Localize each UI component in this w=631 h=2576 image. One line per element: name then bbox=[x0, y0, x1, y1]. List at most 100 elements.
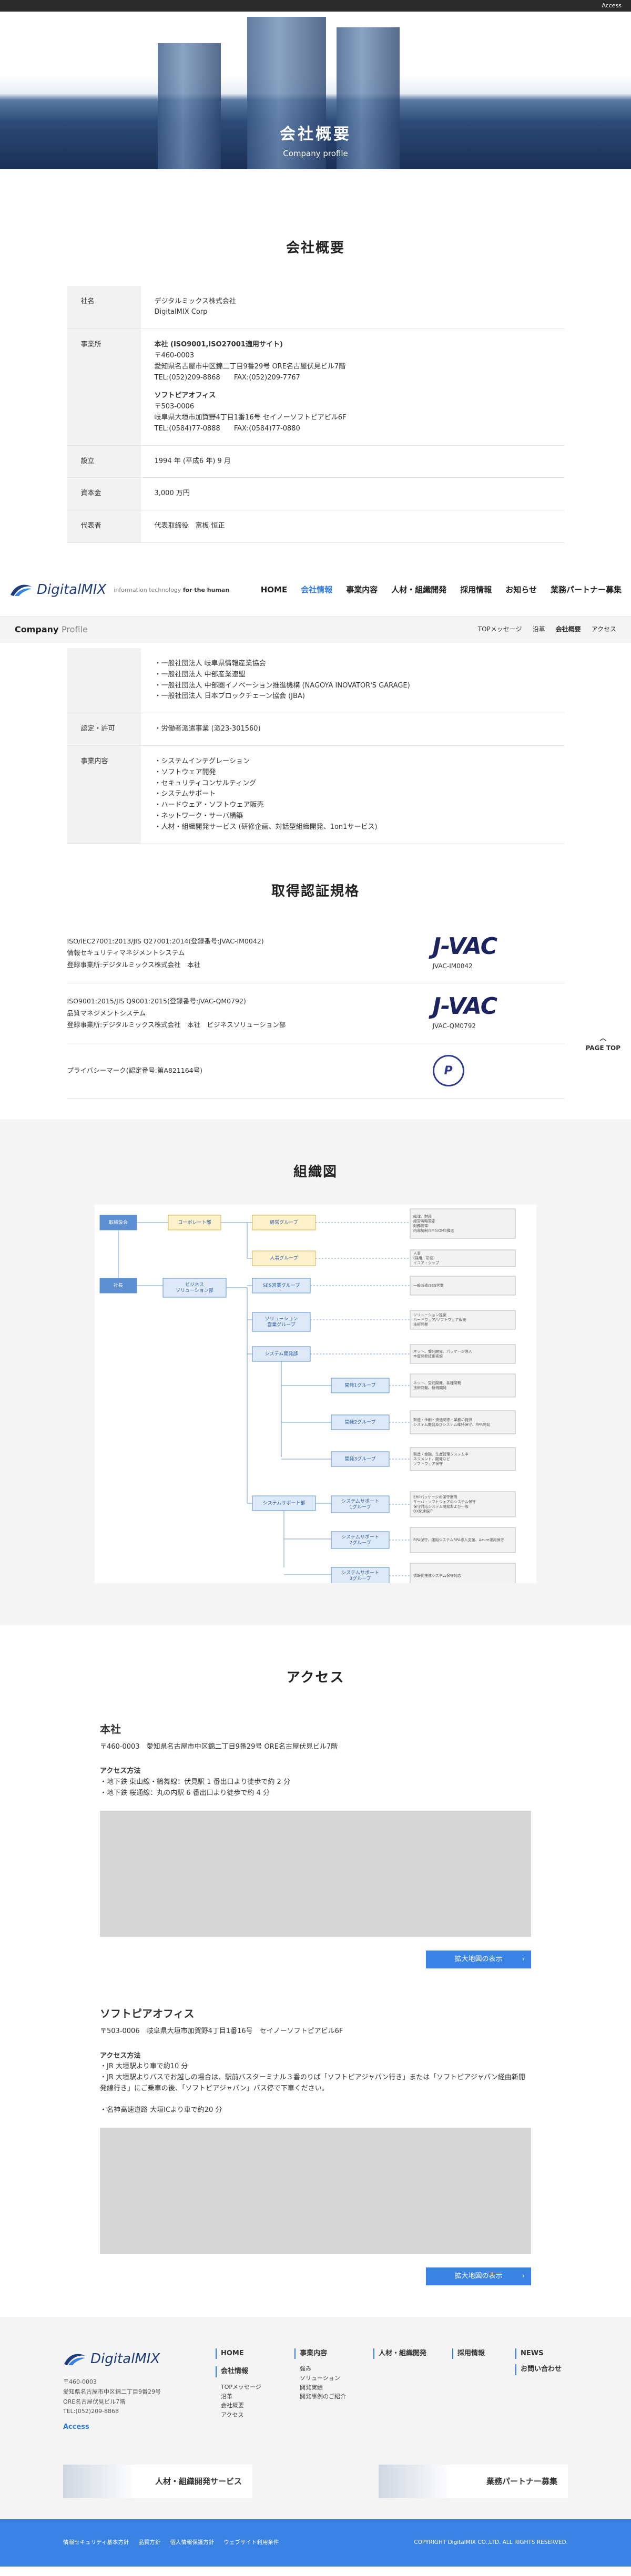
address-line: TEL:(052)209-8868 bbox=[63, 2408, 119, 2415]
footer-link-company[interactable]: 会社情報 bbox=[216, 2366, 279, 2378]
row-key: 資本金 bbox=[67, 477, 141, 511]
logo-mark-icon bbox=[11, 585, 32, 597]
footer-link-business[interactable]: 事業内容 bbox=[294, 2348, 358, 2359]
footer-link-hr[interactable]: 人材・組織開発 bbox=[373, 2348, 436, 2359]
nav-recruit[interactable]: 採用情報 bbox=[460, 585, 492, 595]
support-group-box-label: 3グループ bbox=[349, 1575, 371, 1582]
policy-link[interactable]: ウェブサイト利用条件 bbox=[223, 2539, 279, 2546]
value-line: ・一般社団法人 中部産業連盟 bbox=[154, 670, 246, 679]
footer-link-home[interactable]: HOME bbox=[216, 2348, 279, 2359]
footer-sublink[interactable]: 会社概要 bbox=[221, 2402, 244, 2409]
map-embed[interactable] bbox=[100, 1810, 531, 1937]
section-title: 組織図 bbox=[293, 1164, 338, 1181]
description-text: (採用、研修) bbox=[413, 1256, 435, 1260]
access-link[interactable]: Access bbox=[602, 2, 622, 9]
description-box bbox=[410, 1447, 516, 1471]
nav-company[interactable]: 会社情報 bbox=[301, 585, 333, 595]
support-group-box-label: 2グループ bbox=[349, 1540, 371, 1546]
description-text: 保守対応システム開発および一般 bbox=[413, 1504, 469, 1509]
footer-sublink[interactable]: 沿革 bbox=[221, 2393, 232, 2400]
value-line: ・ソフトウェア開発 bbox=[154, 768, 216, 776]
footer-sublink[interactable]: アクセス bbox=[221, 2411, 244, 2419]
org-chart-section: 組織図 取締役会社長コーポレート部経営グループ経理、財務経営戦略策定財務管理内部… bbox=[0, 1120, 631, 1626]
enlarge-map-button[interactable]: 拡大地図の表示 bbox=[426, 1950, 531, 1968]
footer-sublink[interactable]: 強み bbox=[300, 2365, 311, 2373]
nav-partner[interactable]: 業務パートナー募集 bbox=[550, 585, 622, 595]
footer-link-news[interactable]: NEWS bbox=[515, 2348, 568, 2359]
cert-line: ISO/IEC27001:2013/JIS Q27001:2014(登録番号:J… bbox=[67, 937, 264, 945]
page-top-button[interactable]: ︿ PAGE TOP bbox=[586, 1033, 620, 1053]
value-line: TEL:(0584)77-0888 FAX:(0584)77-0880 bbox=[154, 424, 300, 433]
office-access-block: ソフトピアオフィス 〒503-0006 岐阜県大垣市加賀野4丁目1番16号 セイ… bbox=[100, 2005, 531, 2285]
description-text: ソフトウェア保守 bbox=[413, 1461, 443, 1466]
footer-sublink[interactable]: TOPメッセージ bbox=[221, 2384, 261, 2391]
nav-news[interactable]: お知らせ bbox=[505, 585, 537, 595]
corp-group-box bbox=[252, 1215, 316, 1230]
description-text: イコア・シップ bbox=[413, 1261, 439, 1265]
description-box bbox=[410, 1208, 516, 1239]
subnav-link-top-message[interactable]: TOPメッセージ bbox=[477, 625, 522, 633]
logo-text: DigitalMIX bbox=[90, 2351, 160, 2367]
description-text: 財務管理 bbox=[413, 1224, 428, 1228]
row-value: 本社 (ISO9001,ISO27001適用サイト) 〒460-0003 愛知県… bbox=[140, 329, 564, 446]
nav-home[interactable]: HOME bbox=[260, 585, 288, 595]
subnav-link-history[interactable]: 沿革 bbox=[532, 625, 545, 633]
cert-line: 品質マネジメントシステム bbox=[67, 1009, 146, 1017]
banner-photo bbox=[63, 2464, 137, 2498]
hero-subtitle: Company profile bbox=[283, 149, 348, 158]
logo[interactable]: DigitalMIX bbox=[9, 579, 106, 601]
jvac-logo: J-VAC JVAC-QM0792 bbox=[433, 995, 538, 1031]
footer-sublink[interactable]: ソリューション bbox=[300, 2375, 340, 2382]
value-line: ・一般社団法人 日本ブロックチェーン協会 (JBA) bbox=[154, 692, 305, 701]
row-value: ・一般社団法人 岐阜県情報産業協会 ・一般社団法人 中部産業連盟 ・一般社団法人… bbox=[140, 648, 564, 714]
footer-logo[interactable]: DigitalMIX bbox=[63, 2348, 216, 2370]
jvac-mark: J-VAC bbox=[432, 933, 498, 960]
address-line: 愛知県名古屋市中区錦二丁目9番29号 bbox=[63, 2388, 161, 2395]
footer-link-contact[interactable]: お問い合わせ bbox=[515, 2364, 568, 2376]
description-text: 経営戦略策定 bbox=[413, 1219, 435, 1224]
hero-title: 会社概要 bbox=[280, 125, 351, 143]
description-text: 製造・金融、生産管理システム中 bbox=[413, 1452, 469, 1456]
partner-banner[interactable]: 業務パートナー募集 bbox=[379, 2464, 568, 2498]
subnav-link-access[interactable]: アクセス bbox=[591, 625, 616, 633]
table-row: 事業所 本社 (ISO9001,ISO27001適用サイト) 〒460-0003… bbox=[67, 329, 564, 446]
support-group-box bbox=[331, 1495, 390, 1513]
table-row: 代表者 代表取締役 富板 恒正 bbox=[67, 510, 564, 543]
description-box bbox=[410, 1410, 516, 1434]
office-name: 本社 bbox=[100, 1722, 121, 1736]
footer-sublink[interactable]: 開発実績 bbox=[300, 2384, 323, 2391]
corp-group-box-label: 人事グループ bbox=[270, 1255, 298, 1261]
subnav-link-overview[interactable]: 会社概要 bbox=[555, 625, 581, 633]
cert-line: 登録事業所:デジタルミックス株式会社 本社 ビジネスソリューション部 bbox=[67, 1021, 286, 1029]
nav-hr-development[interactable]: 人材・組織開発 bbox=[391, 585, 447, 595]
bs-group-box bbox=[252, 1312, 311, 1332]
value-line: TEL:(052)209-8868 FAX:(052)209-7767 bbox=[154, 373, 300, 382]
corp-group-box bbox=[252, 1250, 316, 1266]
description-text: 技術開発、新規開発 bbox=[413, 1386, 446, 1390]
footer-sublink[interactable]: 開発事例のご紹介 bbox=[300, 2393, 346, 2400]
nav-business[interactable]: 事業内容 bbox=[346, 585, 378, 595]
policy-link[interactable]: 個人情報保護方針 bbox=[170, 2539, 215, 2546]
hr-service-banner[interactable]: 人材・組織開発サービス bbox=[63, 2464, 252, 2498]
footer-link-recruit[interactable]: 採用情報 bbox=[452, 2348, 500, 2359]
policy-link[interactable]: 品質方針 bbox=[138, 2539, 161, 2546]
banner-photo bbox=[379, 2464, 452, 2498]
value-line: ・システムインテグレーション bbox=[154, 757, 250, 765]
enlarge-map-button[interactable]: 拡大地図の表示 bbox=[426, 2267, 531, 2285]
access-line: ・地下鉄 桜通線：丸の内駅 6 番出口より徒歩で約 4 分 bbox=[100, 1789, 270, 1798]
map-embed[interactable] bbox=[100, 2127, 531, 2254]
cert-line: ISO9001:2015/JIS Q9001:2015(登録番号:JVAC-QM… bbox=[67, 997, 246, 1005]
description-text: DX関連保守 bbox=[413, 1509, 433, 1514]
description-text: ネット、受託開発、パッケージ導入 bbox=[413, 1349, 472, 1354]
bs-group-box bbox=[252, 1278, 311, 1294]
support-group-box-label: システムサポート bbox=[341, 1499, 379, 1504]
policy-link[interactable]: 情報セキュリティ基本方針 bbox=[63, 2539, 129, 2546]
footer-access-link[interactable]: Access bbox=[63, 2423, 89, 2431]
jvac-mark: J-VAC bbox=[432, 993, 498, 1020]
section-title: アクセス bbox=[286, 1670, 345, 1686]
row-key: 代表者 bbox=[67, 510, 141, 543]
company-table: 社名 デジタルミックス株式会社 DigitalMIX Corp 事業所 本社 (… bbox=[67, 285, 564, 543]
dev-group-box bbox=[331, 1414, 390, 1430]
cert-item: ISO/IEC27001:2013/JIS Q27001:2014(登録番号:J… bbox=[67, 923, 564, 984]
office-head: 本社 (ISO9001,ISO27001適用サイト) bbox=[154, 341, 283, 349]
